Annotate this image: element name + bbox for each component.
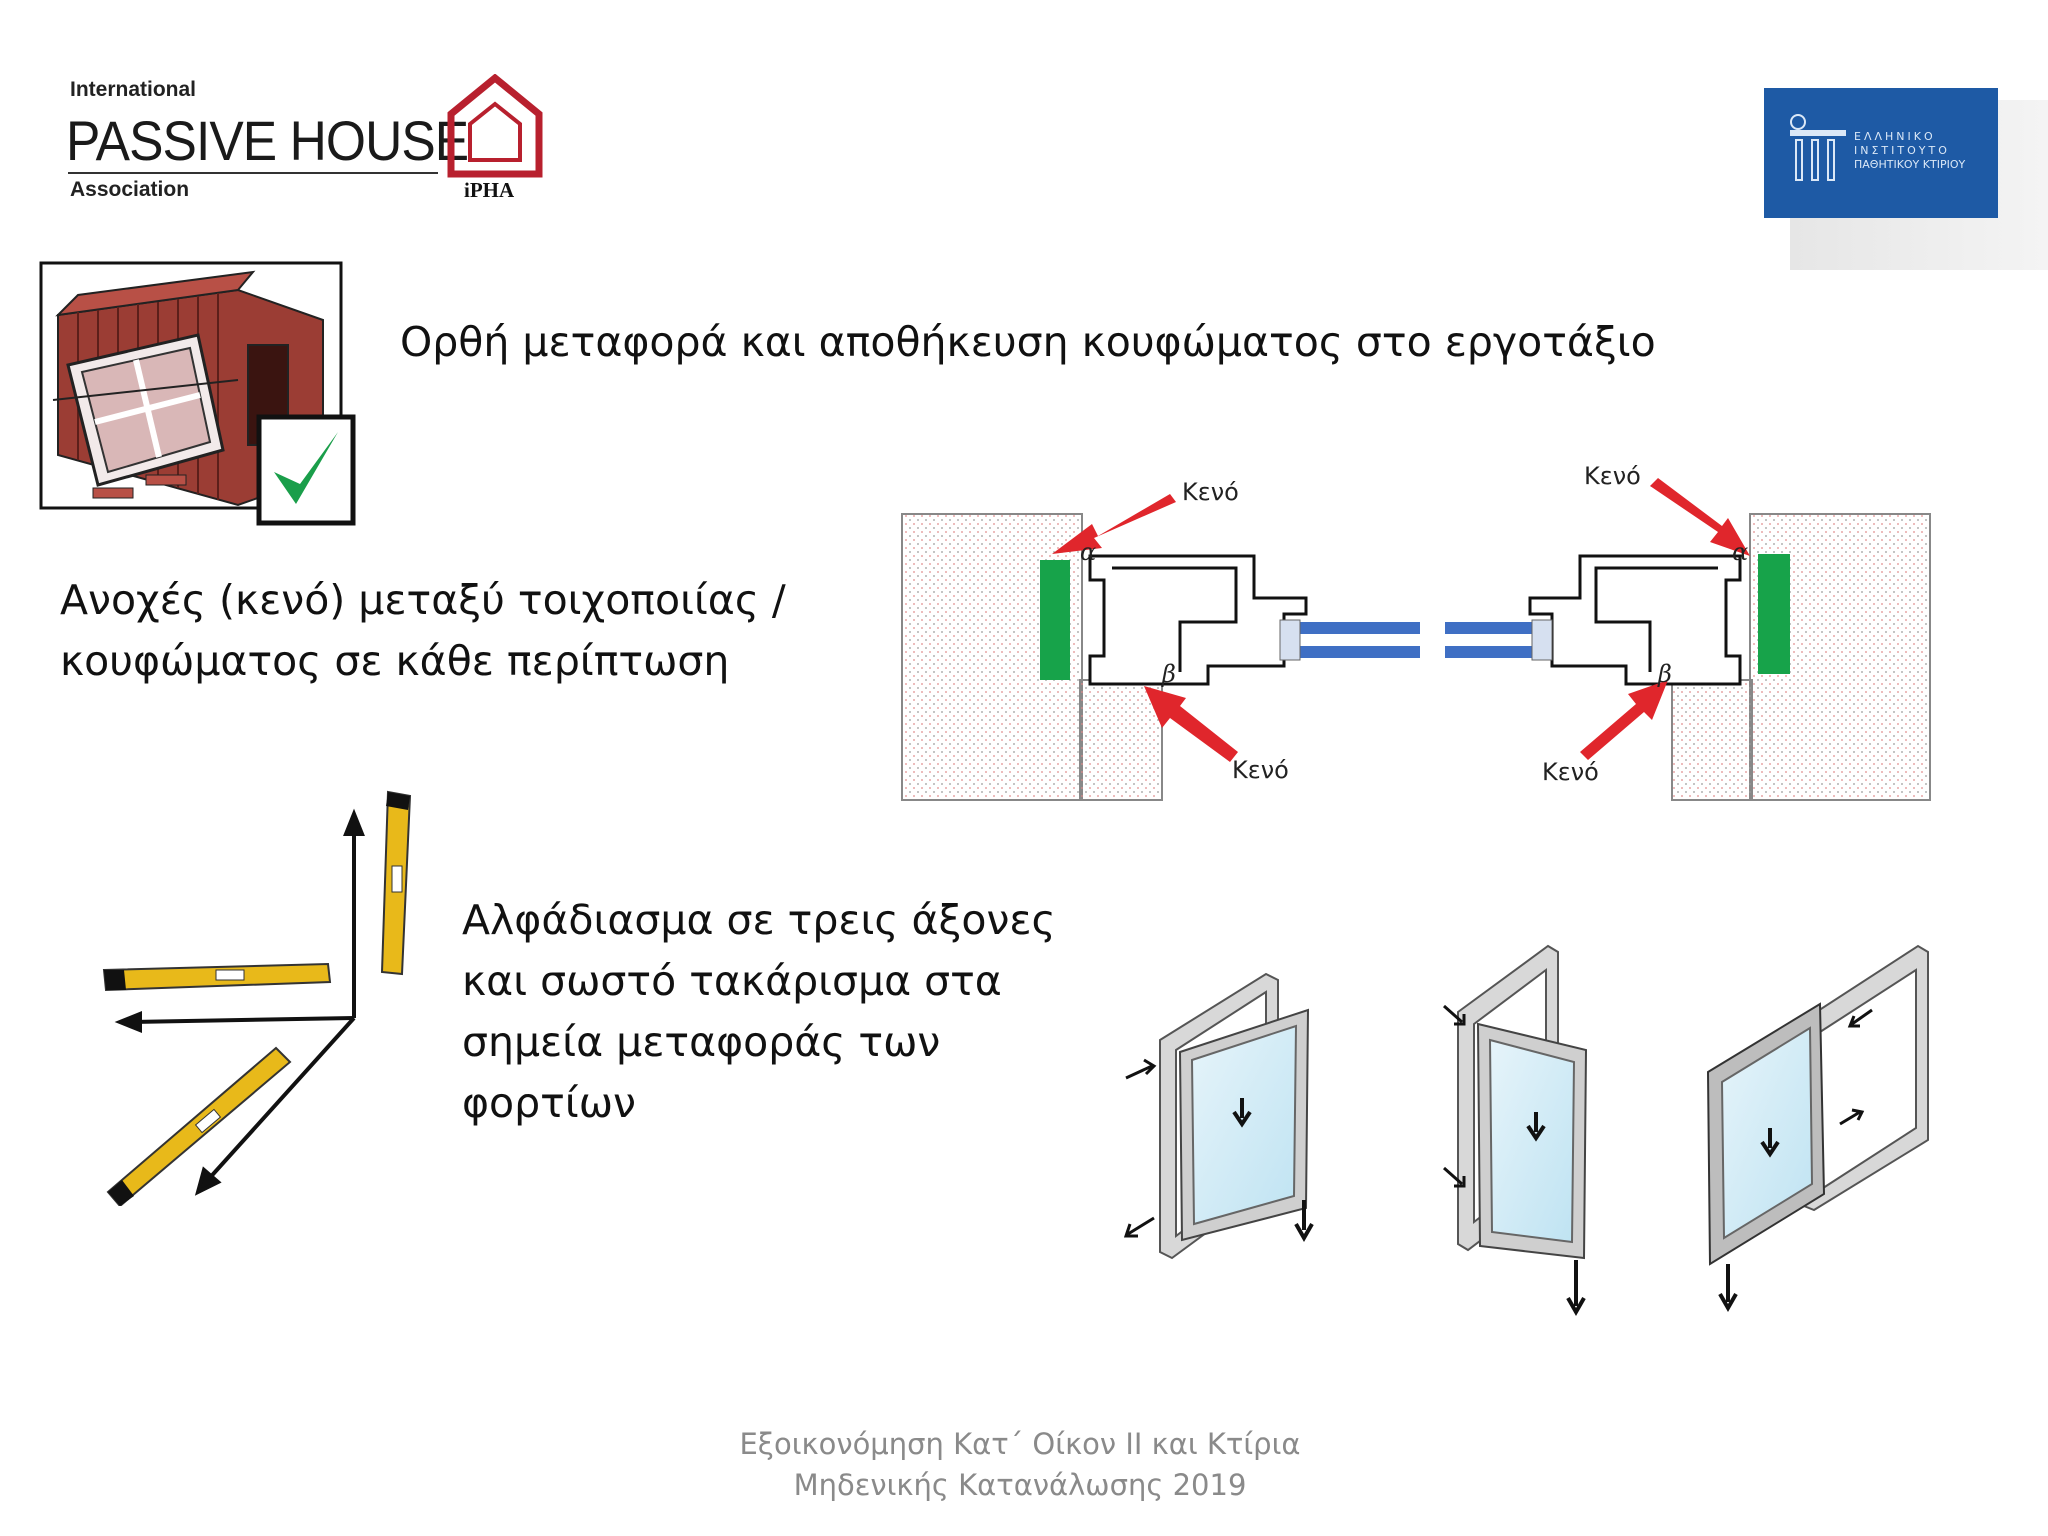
institute-line-1: ΕΛΛΗΝΙΚΟ <box>1854 130 1936 143</box>
spirit-level-diagonal <box>106 1046 292 1206</box>
footer-line-2: Μηδενικής Κατανάλωσης 2019 <box>793 1468 1247 1502</box>
window-2 <box>1443 944 1588 1317</box>
point-a-right: α <box>1732 538 1748 566</box>
logo-international-text: International <box>70 78 197 101</box>
gap-arrow-top-left <box>1052 494 1176 554</box>
footer-line-1: Εξοικονόμηση Κατ΄ Οίκον ΙΙ και Κτίρια <box>739 1427 1301 1461</box>
leveling-text: Αλφάδιασμα σε τρεις άξονες και σωστό τακ… <box>462 890 1056 1134</box>
logo-association-text: Association <box>70 178 190 201</box>
checkmark-icon <box>256 414 356 526</box>
institute-logo-text: ΕΛΛΗΝΙΚΟ ΙΝΣΤΙΤΟΥΤΟ ΠΑΘΗΤΙΚΟΥ ΚΤΙΡΙΟΥ <box>1854 130 1965 172</box>
institute-column-icon <box>1790 114 1846 181</box>
institute-line-2: ΙΝΣΤΙΤΟΥΤΟ <box>1854 144 1950 157</box>
institute-line-3: ΠΑΘΗΤΙΚΟΥ ΚΤΙΡΙΟΥ <box>1854 158 1966 171</box>
point-b-left: β <box>1161 660 1176 688</box>
leveling-line-2: και σωστό τακάρισμα στα <box>462 957 1002 1005</box>
gap-label-top-right: Κενό <box>1584 462 1641 490</box>
logo-passive-house-text: PASSIVE HOUSE <box>66 109 469 172</box>
spirit-level-vertical <box>380 790 412 976</box>
window-1 <box>1123 972 1314 1260</box>
right-wall-section <box>1445 513 1931 801</box>
gap-arrow-bottom-right <box>1580 680 1668 760</box>
point-a-left: α <box>1080 538 1096 566</box>
point-b-right: β <box>1657 660 1672 688</box>
leveling-line-3: σημεία μεταφοράς των <box>462 1018 941 1066</box>
logo-house-icon <box>447 74 543 178</box>
transport-storage-text: Ορθή μεταφορά και αποθήκευση κουφώματος … <box>400 318 1656 366</box>
leveling-line-1: Αλφάδιασμα σε τρεις άξονες <box>462 896 1056 944</box>
tolerances-line-1: Ανοχές (κενό) μεταξύ τοιχοποιίας / <box>60 576 786 624</box>
window-3 <box>1706 944 1929 1313</box>
gap-label-bottom-left: Κενό <box>1232 756 1289 784</box>
logo-ipha-badge: iPHA <box>464 178 515 202</box>
left-glass-pane-bottom <box>1280 646 1420 658</box>
gap-arrow-bottom-left <box>1144 686 1238 762</box>
right-seal-strip <box>1758 554 1790 674</box>
gap-arrow-top-right <box>1650 478 1750 556</box>
left-glass-pane-top <box>1280 622 1420 634</box>
logo-divider <box>68 172 438 174</box>
window-installation-illustrations <box>1123 944 1929 1317</box>
left-seal-strip <box>1040 560 1070 680</box>
right-glass-pane-top <box>1445 622 1550 634</box>
spirit-level-horizontal <box>102 962 332 992</box>
wall-frame-gap-diagram: Κενό Κενό Κενό Κενό α β α β <box>901 462 1931 801</box>
left-wall-section <box>901 513 1420 801</box>
footer: Εξοικονόμηση Κατ΄ Οίκον ΙΙ και Κτίρια Μη… <box>640 1424 1400 1506</box>
right-glass-pane-bottom <box>1445 646 1550 658</box>
gap-label-top-left: Κενό <box>1182 478 1239 506</box>
gap-label-bottom-right: Κενό <box>1542 758 1599 786</box>
tolerances-line-2: κουφώματος σε κάθε περίπτωση <box>60 637 730 685</box>
tolerances-text: Ανοχές (κενό) μεταξύ τοιχοποιίας / κουφώ… <box>60 570 786 692</box>
spirit-levels-illustration <box>102 790 412 1206</box>
leveling-line-4: φορτίων <box>462 1079 636 1127</box>
